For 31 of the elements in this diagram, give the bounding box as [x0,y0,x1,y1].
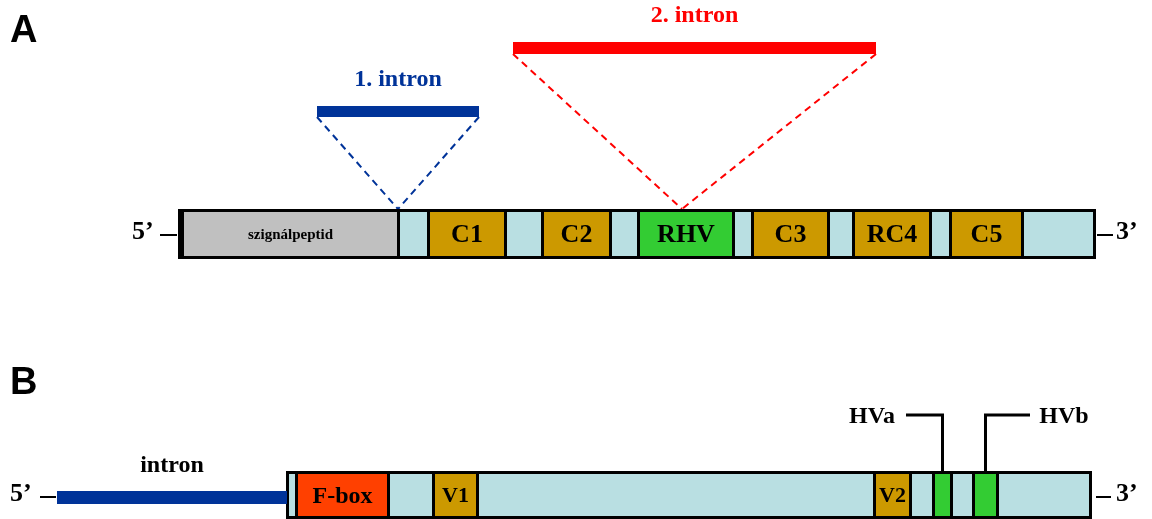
domain-segment: C1 [427,212,507,256]
domain-segment: C2 [541,212,612,256]
gene-bar [178,209,1096,259]
gene-bar [286,471,1092,519]
dashed-line [681,53,877,210]
end-label: 5’ [132,218,154,244]
end-label: 5’ [10,480,32,506]
signal-peptide-segment: szignálpeptid [181,212,400,256]
hypervariable-segment [932,474,953,516]
leader-line [906,413,944,471]
domain-segment: RC4 [852,212,932,256]
end-label: 3’ [1116,480,1138,506]
dashed-line [512,53,683,210]
hypervariable-segment [972,474,999,516]
intron-label: 2. intron [650,2,739,26]
domain-segment: C5 [949,212,1024,256]
dashed-line [397,116,480,210]
end-label: 3’ [1116,218,1138,244]
region-label: HVa [838,400,906,430]
intron-label: intron [140,452,204,476]
domain-segment: C3 [751,212,830,256]
domain-segment: V1 [432,474,479,516]
domain-segment: V2 [873,474,912,516]
domain-segment: F-box [295,474,390,516]
leader-line [984,413,1030,471]
region-label: HVb [1030,400,1098,430]
panel-label: A [10,10,38,48]
intron-label: 1. intron [354,66,442,90]
dashed-line [316,116,399,210]
panel-label: B [10,362,38,400]
domain-segment: RHV [637,212,735,256]
